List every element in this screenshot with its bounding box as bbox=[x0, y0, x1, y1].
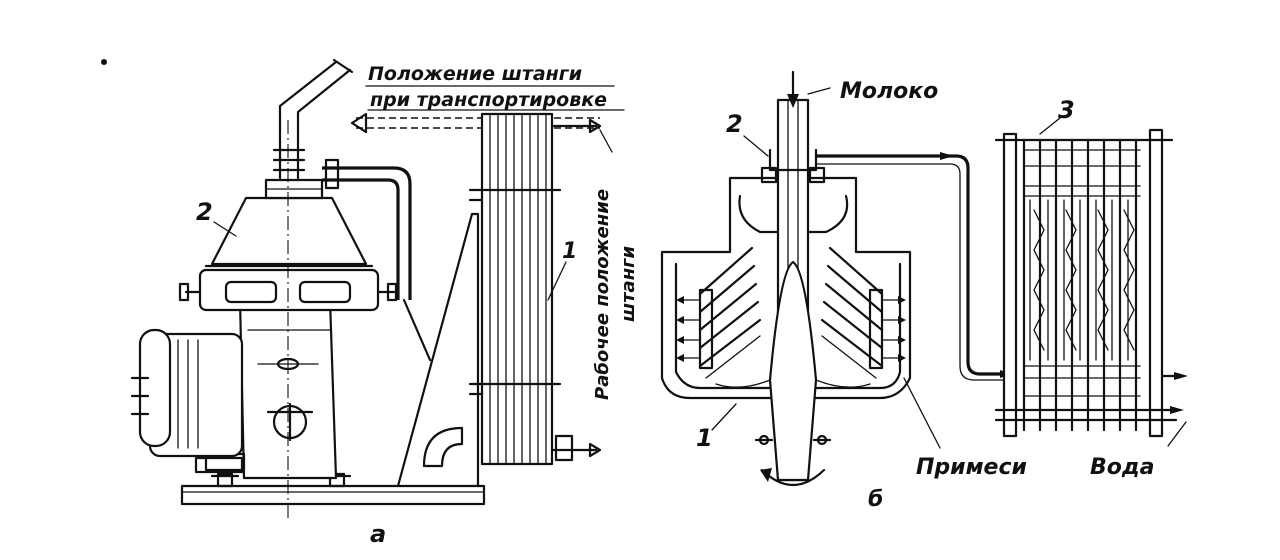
flow-arrows-left bbox=[676, 296, 771, 388]
outlet-nozzle bbox=[768, 148, 818, 172]
label-water: Вода bbox=[1090, 455, 1155, 480]
flow-arrows-right bbox=[815, 296, 906, 388]
subfigure-b-scheme bbox=[660, 70, 1188, 486]
callout-2b-leader bbox=[743, 135, 769, 157]
callout-3b-leader bbox=[1039, 117, 1061, 135]
callout-2b: 2 bbox=[726, 110, 743, 138]
base-plate bbox=[180, 484, 486, 506]
outlet-pipe-lower bbox=[322, 178, 400, 300]
bowl-cover bbox=[210, 196, 368, 266]
callout-1a: 1 bbox=[562, 239, 577, 264]
pipe-to-cooler-outer bbox=[816, 154, 1010, 376]
plate-cooler-b bbox=[994, 128, 1178, 438]
electric-motor bbox=[130, 328, 244, 474]
caption-b: б bbox=[868, 487, 883, 512]
rod-working-leader bbox=[599, 129, 613, 153]
disc-stack-left bbox=[698, 246, 762, 379]
callout-3b: 3 bbox=[1058, 96, 1075, 124]
inlet-pipe-left bbox=[278, 60, 338, 180]
outlet-pipe-upper bbox=[322, 166, 412, 300]
inlet-pipe-right bbox=[296, 68, 352, 180]
cooler-support bbox=[396, 212, 480, 488]
plate-cooler-a bbox=[468, 112, 562, 466]
pipe-to-cooler-inner bbox=[815, 163, 1011, 381]
rod-transport-arrow bbox=[350, 112, 368, 134]
callout-2a: 2 bbox=[196, 198, 213, 226]
water-outlet-arrow bbox=[1170, 406, 1184, 414]
spindle bbox=[768, 260, 818, 482]
callout-1b: 1 bbox=[696, 424, 713, 452]
callout-1a-leader bbox=[547, 261, 567, 301]
water-leader bbox=[1167, 421, 1187, 447]
label-milk: Молоко bbox=[840, 79, 938, 104]
bottom-elbow bbox=[422, 426, 464, 468]
label-rod-working-line1: Рабочее положение bbox=[592, 189, 613, 400]
label-rod-working-line2: штанги bbox=[618, 245, 639, 322]
subfigure-a-machine bbox=[101, 58, 613, 520]
impurities-leader bbox=[903, 377, 941, 449]
caption-a: а bbox=[370, 520, 386, 548]
callout-1b-leader bbox=[711, 403, 737, 431]
callout-2a-leader bbox=[213, 221, 237, 237]
bowl-housing bbox=[198, 268, 380, 312]
disc-stack-right bbox=[820, 246, 884, 379]
label-rod-transport-line1: Положение штанги bbox=[368, 63, 582, 85]
stray-mark bbox=[101, 59, 107, 65]
label-rod-transport-line2: при транспортировке bbox=[370, 89, 607, 111]
label-impurities: Примеси bbox=[916, 455, 1027, 480]
